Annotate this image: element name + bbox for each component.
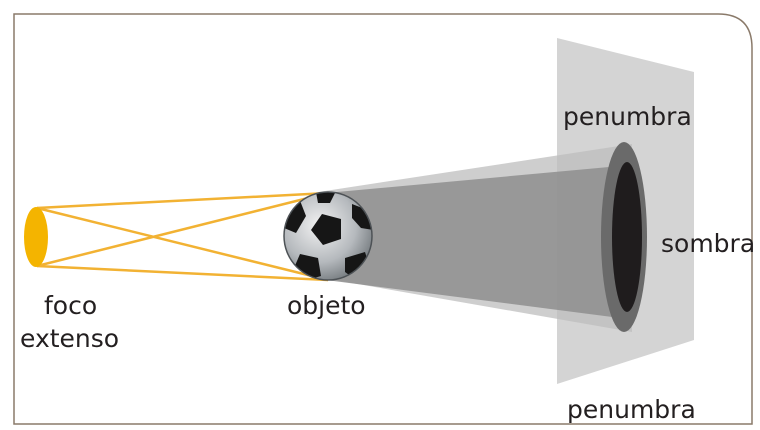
- umbra-label: sombra: [661, 229, 756, 258]
- umbra-spot: [612, 162, 642, 312]
- frame-border: [13, 13, 753, 425]
- soccer-ball-icon: [283, 191, 373, 281]
- umbra-cone: [326, 166, 620, 318]
- penumbra-bottom-label: penumbra: [567, 395, 696, 424]
- light-source-icon: [24, 207, 48, 267]
- light-rays: [36, 191, 329, 282]
- object-label: objeto: [287, 291, 366, 320]
- source-label-line2: extenso: [20, 324, 120, 353]
- source-label: foco: [44, 291, 98, 320]
- penumbra-top-label: penumbra: [563, 102, 692, 131]
